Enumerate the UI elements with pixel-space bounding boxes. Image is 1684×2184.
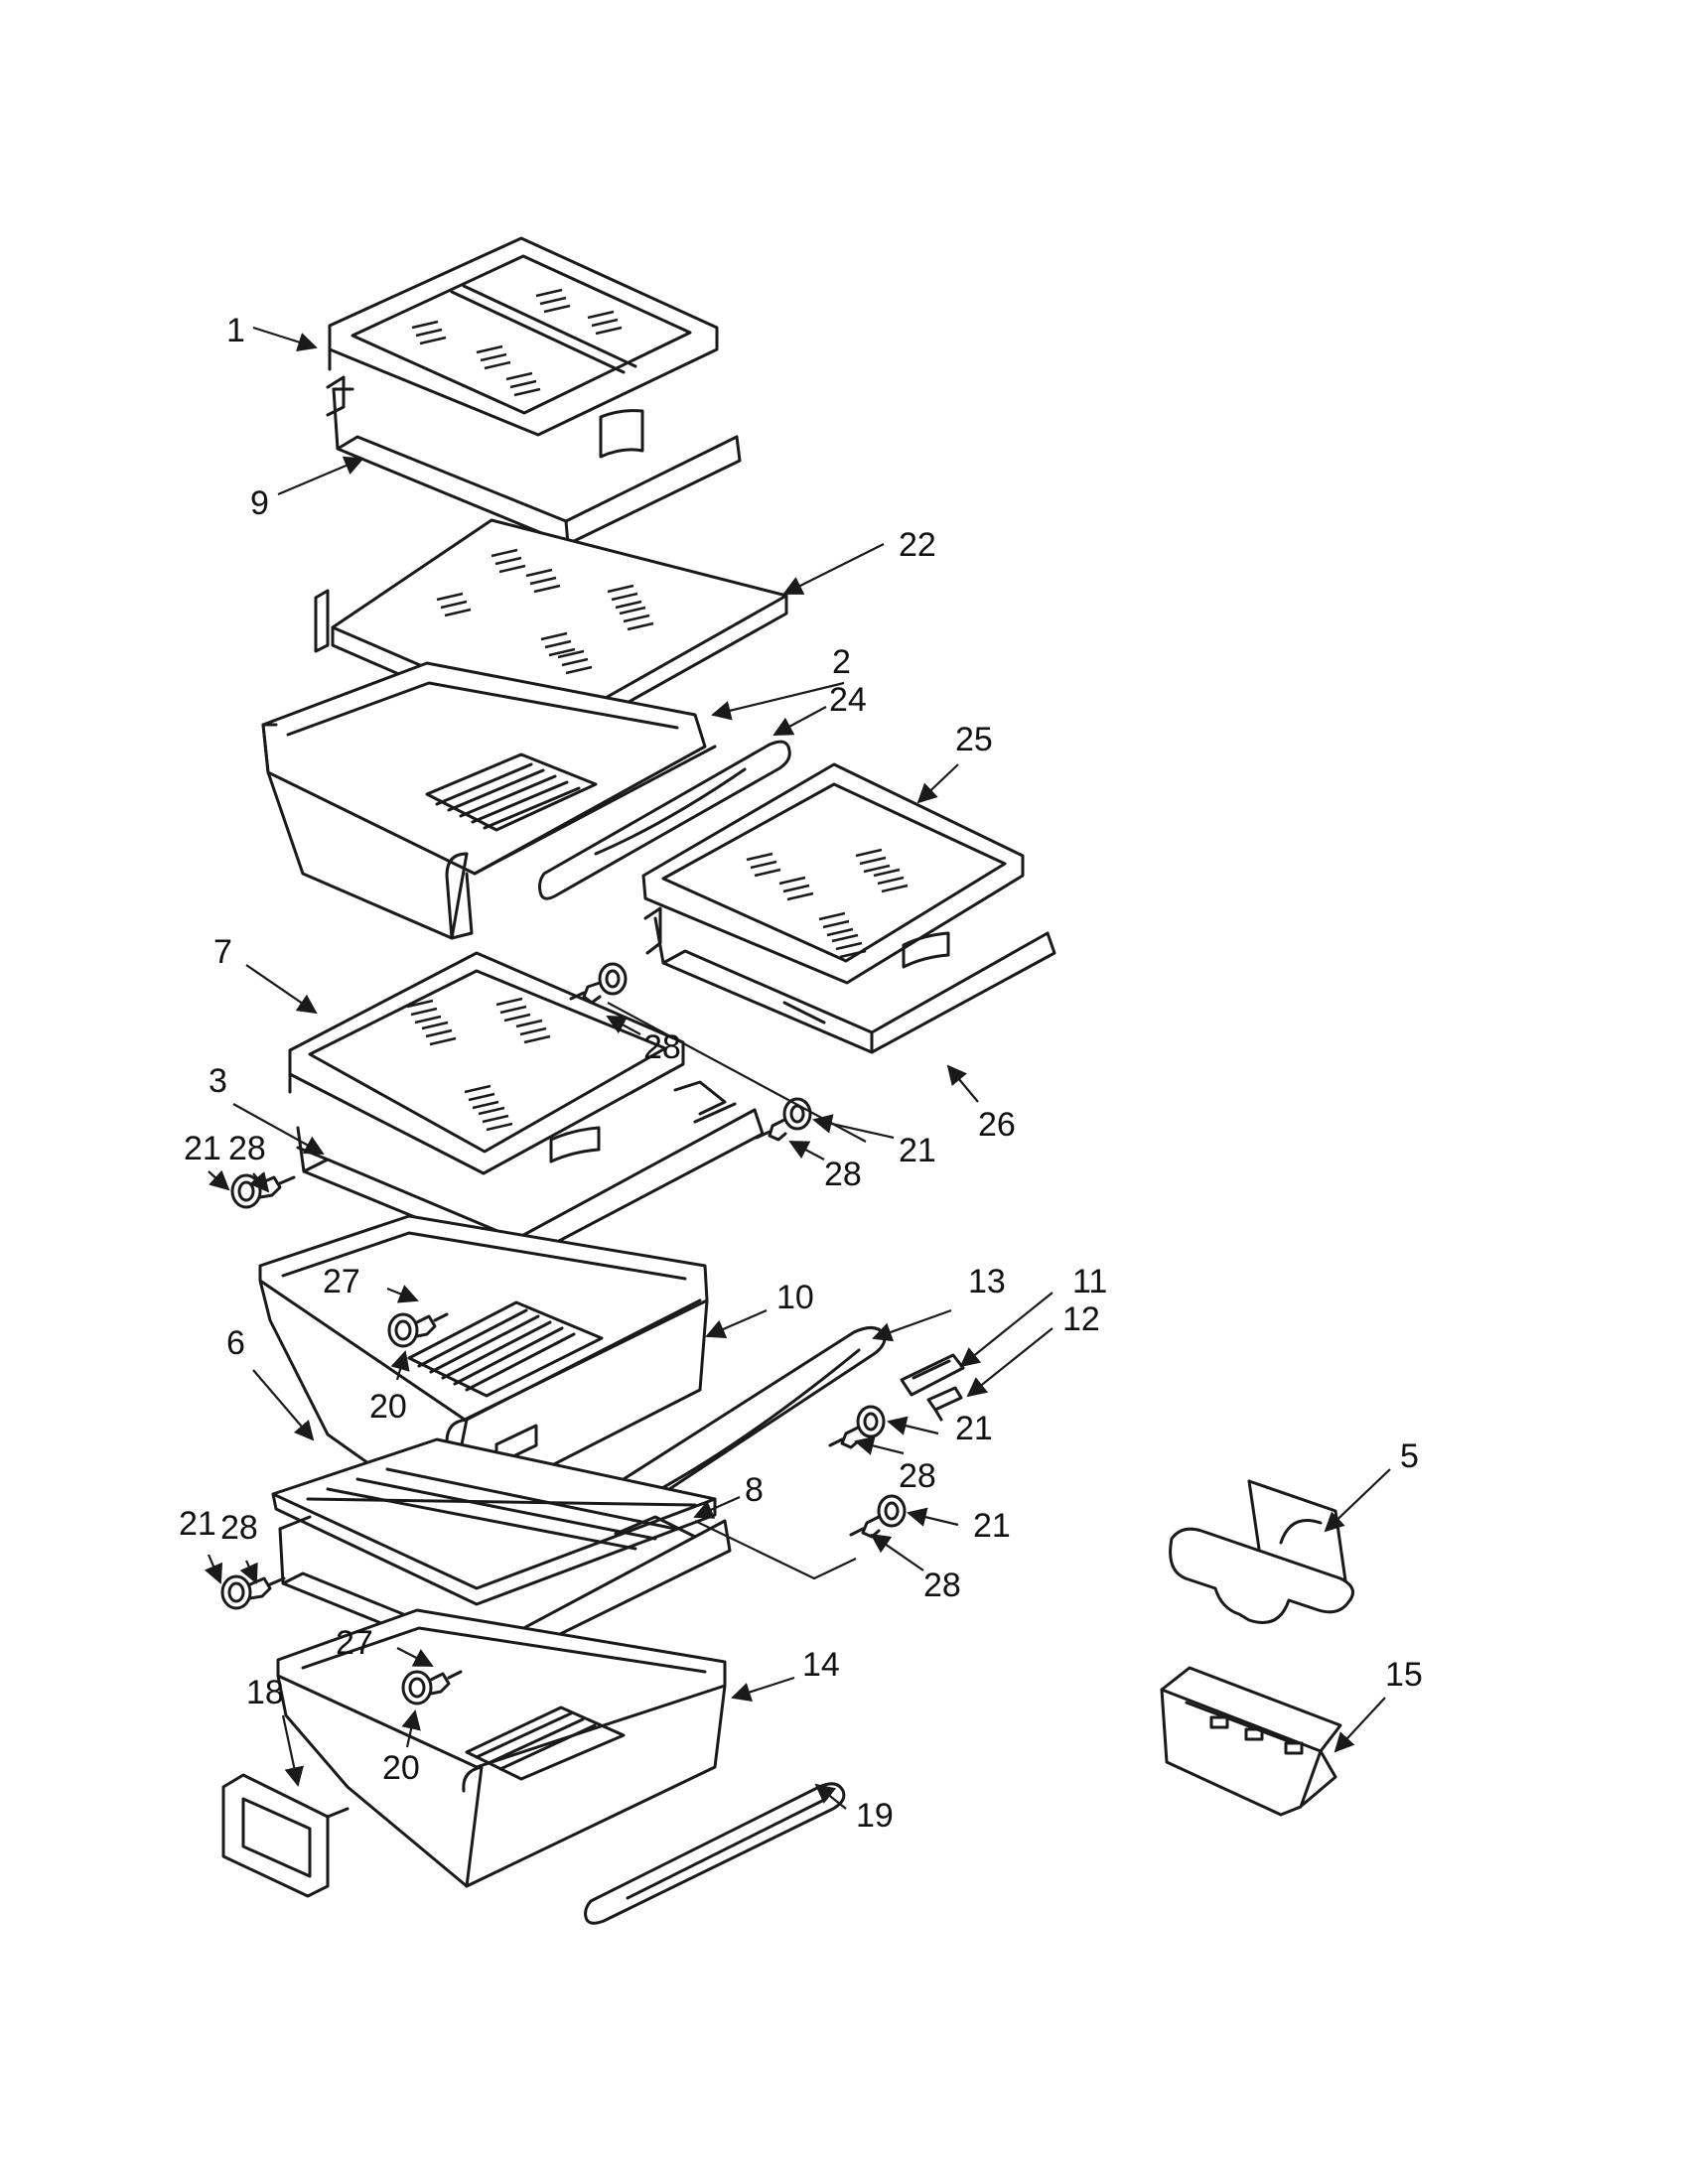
split-shelf-part-1 [328,236,719,459]
callout-1: 1 [226,312,245,349]
callout-20-b: 20 [382,1749,420,1787]
drawer-cover-part-19 [584,1782,846,1925]
screw-icon [429,1670,463,1696]
glass-shelf-part-7 [288,951,685,1175]
crisper-drawer-part-2 [261,661,717,940]
screw-icon [755,1118,787,1142]
callout-11: 11 [1072,1263,1107,1300]
callout-28-f: 28 [923,1567,961,1604]
roller-assembly-left-lower [220,1574,286,1610]
callout-2: 2 [832,643,851,681]
roller-assembly-drawer-10 [387,1312,449,1348]
egg-tray-part-5 [1169,1479,1354,1624]
callout-27-a: 27 [323,1263,360,1300]
roller-assembly-drawer-14 [401,1670,463,1706]
callout-28-a: 28 [643,1028,681,1066]
callout-28-e: 28 [220,1509,258,1547]
screw-icon [828,1426,860,1449]
roller-wheel-icon [220,1574,252,1610]
callout-6: 6 [226,1324,245,1362]
callout-18: 18 [246,1674,284,1711]
glass-shelf-part-25 [641,762,1025,985]
roller-wheel-icon [401,1670,433,1706]
roller-assembly-right-upper [755,1097,812,1142]
roller-assembly-right-lower [849,1494,907,1539]
roller-wheel-icon [598,962,628,996]
clip-part-12 [926,1386,963,1422]
callout-21-c: 21 [955,1410,993,1447]
roller-assembly-top [569,962,628,1005]
screw-icon [415,1312,449,1338]
callout-20-a: 20 [369,1388,407,1426]
callout-9: 9 [250,484,269,522]
callout-21-a: 21 [184,1130,221,1167]
roller-wheel-icon [856,1405,886,1438]
callout-21-d: 21 [179,1505,216,1543]
callout-12: 12 [1062,1300,1100,1338]
callout-19: 19 [856,1797,894,1835]
callout-5: 5 [1400,1437,1419,1475]
callout-10: 10 [776,1279,814,1316]
crisper-cover-part-24 [538,740,791,900]
roller-wheel-icon [782,1097,812,1131]
leader-lines [204,326,1391,1810]
callout-3: 3 [209,1062,227,1100]
panel-part-18 [221,1773,350,1898]
callout-28-c: 28 [824,1156,862,1193]
callout-26: 26 [978,1106,1016,1144]
callout-13: 13 [968,1263,1006,1300]
roller-assembly-left-upper [230,1173,296,1209]
callout-22: 22 [899,526,936,564]
callout-15: 15 [1385,1656,1423,1694]
roller-wheel-icon [387,1312,419,1348]
callout-14: 14 [802,1646,840,1684]
callout-28-d: 28 [899,1457,936,1495]
callout-28-b: 28 [228,1130,266,1167]
callout-27-b: 27 [336,1624,373,1662]
door-bin-part-15 [1160,1666,1342,1817]
crisper-drawer-part-14 [276,1608,727,1888]
callout-21-b: 21 [899,1132,936,1169]
clip-part-11 [900,1353,965,1397]
callout-21-e: 21 [973,1507,1011,1545]
callout-labels: 1 9 22 2 24 25 7 28 3 21 28 21 28 26 27 … [179,312,1423,1835]
callout-24: 24 [829,681,867,719]
roller-wheel-icon [230,1173,262,1209]
screw-icon [248,1576,286,1600]
screw-icon [569,981,602,1005]
roller-wheel-icon [877,1494,907,1528]
callout-8: 8 [745,1471,764,1509]
shelf-frame-part-26 [643,906,1056,1054]
callout-25: 25 [955,721,993,758]
callout-7: 7 [213,933,232,971]
screw-icon [258,1175,296,1199]
screw-icon [849,1515,881,1539]
